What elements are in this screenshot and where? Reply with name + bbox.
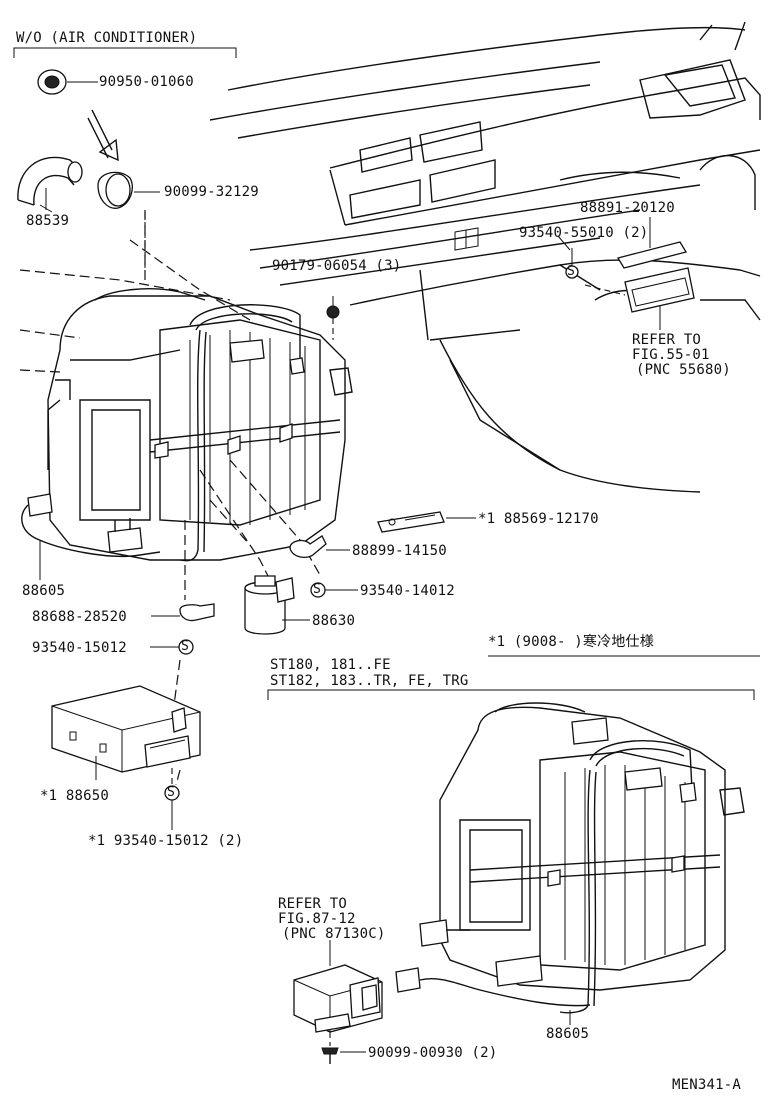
label-93540-14012: 93540-14012 <box>360 583 455 599</box>
header-wo-ac: W/O (AIR CONDITIONER) <box>16 30 198 46</box>
seal-icon: S <box>313 582 322 597</box>
model-line-1: ST180, 181..FE <box>270 657 391 673</box>
seal-93540-14012 <box>310 582 358 598</box>
screw-90099-00930 <box>321 1032 366 1064</box>
label-88605-top: 88605 <box>22 583 66 599</box>
label-93540-15012-2: *1 93540-15012 (2) <box>88 833 244 849</box>
refer-fig87-line1: REFER TO <box>278 896 348 912</box>
label-88569-12170: *1 88569-12170 <box>478 511 599 527</box>
leader-lines <box>45 188 571 251</box>
refer-fig55-line3: (PNC 55680) <box>636 362 731 378</box>
label-88899-14150: 88899-14150 <box>352 543 447 559</box>
label-88605-bottom: 88605 <box>546 1026 590 1042</box>
variant-underline <box>267 655 760 700</box>
seal-icon: S <box>181 639 190 654</box>
hose-88539 <box>17 156 83 213</box>
arrows-down <box>87 109 119 162</box>
clip-88688 <box>151 603 215 622</box>
bracket-88569 <box>377 511 476 533</box>
refer-fig55-line2: FIG.55-01 <box>632 347 710 363</box>
sensor-88630 <box>244 575 310 635</box>
heater-unit-main <box>21 288 353 562</box>
dashboard-outline <box>209 21 761 493</box>
model-line-2: ST182, 183..TR, FE, TRG <box>270 673 469 689</box>
label-90950-01060: 90950-01060 <box>99 74 194 90</box>
label-90099-00930: 90099-00930 (2) <box>368 1045 498 1061</box>
refer-fig87-line3: (PNC 87130C) <box>282 926 386 942</box>
filter-88891 <box>565 217 695 330</box>
amplifier-88650 <box>51 685 201 784</box>
label-88539: 88539 <box>26 213 70 229</box>
drawing-code: MEN341-A <box>672 1077 742 1093</box>
cap-90099-32129 <box>97 171 160 270</box>
variant-note: *1 (9008- )寒冷地仕様 <box>488 634 654 650</box>
header-bracket-wo-ac <box>13 47 237 58</box>
label-88630: 88630 <box>312 613 356 629</box>
label-90179-06054: 90179-06054 (3) <box>272 258 402 274</box>
heater-unit-variant <box>395 702 745 1025</box>
label-88688-28520: 88688-28520 <box>32 609 127 625</box>
ecu-module <box>293 940 383 1033</box>
label-90099-32129: 90099-32129 <box>164 184 259 200</box>
seal-icon: S <box>167 785 176 800</box>
label-93540-15012: 93540-15012 <box>32 640 127 656</box>
refer-fig87-line2: FIG.87-12 <box>278 911 356 927</box>
label-88650: *1 88650 <box>40 788 110 804</box>
label-93540-55010: 93540-55010 (2) <box>519 225 649 241</box>
seal-icon: S <box>567 264 576 279</box>
clip-88899 <box>289 535 350 559</box>
refer-fig55-line1: REFER TO <box>632 332 702 348</box>
label-88891-20120: 88891-20120 <box>580 200 675 216</box>
body-dashed-lines <box>19 210 251 373</box>
screw-90179 <box>326 296 340 340</box>
seal-93540-15012-2 <box>164 785 180 830</box>
seal-93540-15012 <box>150 639 194 655</box>
grommet-90950 <box>37 69 98 95</box>
